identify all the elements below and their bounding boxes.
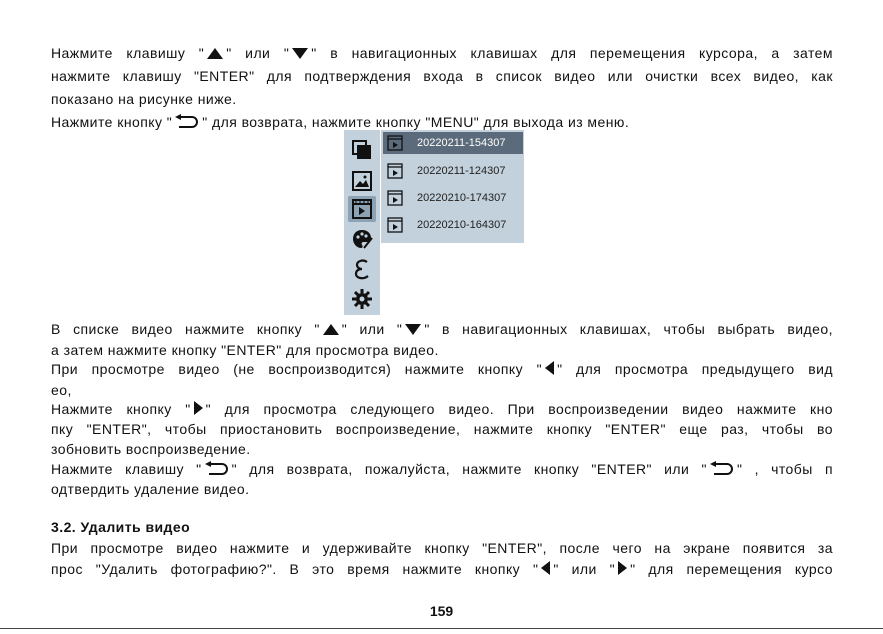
bottom-divider [0, 628, 883, 629]
video-filename: 20220211-154307 [417, 137, 506, 149]
video-icon [352, 199, 372, 219]
video-filename: 20220211-124307 [417, 165, 506, 177]
paragraph1-line1: Нажмите клавишу "" или "" в навигационны… [51, 45, 833, 61]
video-list-item[interactable]: 20220210-164307 [383, 214, 523, 236]
video-filename: 20220210-174307 [417, 192, 507, 204]
page-number: 159 [429, 603, 454, 619]
video-file-icon [387, 190, 403, 206]
menu-sidebar [344, 130, 380, 315]
arrow-down-icon [405, 324, 422, 335]
exposure-icon [354, 259, 369, 280]
arrow-up-icon [322, 324, 339, 335]
paragraph2-line9: одтвердить удаление видео. [51, 481, 250, 497]
video-file-icon [387, 135, 403, 151]
return-icon [709, 461, 733, 475]
settings-icon [352, 289, 372, 309]
video-filename: 20220210-164307 [417, 219, 507, 231]
arrow-up-icon [207, 48, 224, 59]
paragraph2-line4: ео, [51, 382, 72, 398]
paragraph2-line7: зобновить воспроизведение. [51, 441, 251, 457]
arrow-left-icon [541, 561, 551, 575]
video-list-item[interactable]: 20220210-174307 [383, 187, 523, 209]
section-line1: При просмотре видео нажмите и удерживайт… [51, 540, 833, 556]
section-heading: 3.2. Удалить видео [51, 519, 191, 535]
video-list-item[interactable]: 20220211-124307 [383, 160, 523, 182]
paragraph1-line2: нажмите клавишу "ENTER" для подтверждени… [51, 68, 833, 84]
return-icon [175, 114, 199, 128]
palette-icon [353, 230, 373, 249]
paragraph2-line1: В списке видео нажмите кнопку "" или "" … [51, 321, 833, 337]
photo-icon [352, 171, 372, 191]
paragraph2-line8: Нажмите клавишу "" для возврата, пожалуй… [51, 461, 833, 477]
paragraph2-line6: пку "ENTER", чтобы приостановить воспрои… [51, 421, 833, 437]
return-icon [204, 461, 228, 475]
arrow-down-icon [292, 48, 309, 59]
paragraph2-line5: Нажмите кнопку "" для просмотра следующе… [51, 401, 833, 417]
video-list-item[interactable]: 20220211-154307 [383, 132, 523, 154]
paragraph1-line4: Нажмите кнопку "" для возврата, нажмите … [51, 114, 630, 130]
video-list-panel: 20220211-154307 20220211-124307 20220210… [381, 130, 524, 243]
paragraph2-line2: а затем нажмите кнопку "ENTER" для просм… [51, 342, 439, 358]
arrow-left-icon [545, 361, 555, 375]
video-file-icon [387, 163, 403, 179]
paragraph2-line3: При просмотре видео (не воспроизводится)… [51, 361, 833, 377]
video-file-icon [387, 217, 403, 233]
all-files-icon [352, 140, 371, 159]
paragraph1-line3: показано на рисунке ниже. [51, 91, 237, 107]
video-icon-selected[interactable] [348, 196, 376, 222]
section-line2: прос "Удалить фотографию?". В это время … [51, 561, 833, 577]
arrow-right-icon [618, 561, 628, 575]
arrow-right-icon [193, 401, 203, 415]
